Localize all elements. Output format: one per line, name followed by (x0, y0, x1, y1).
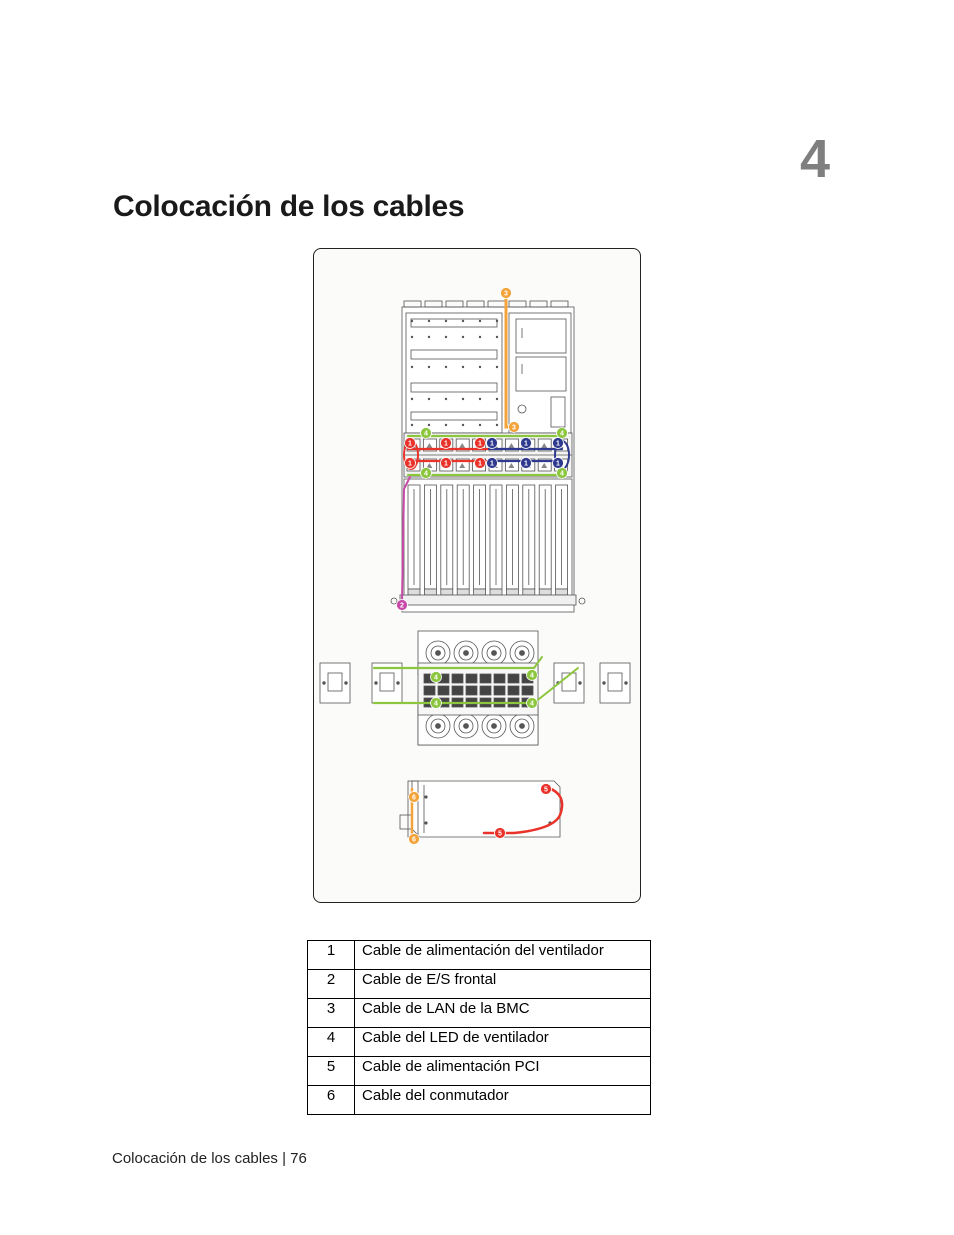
legend-label: Cable de E/S frontal (354, 969, 651, 999)
legend-label: Cable del conmutador (354, 1085, 651, 1115)
cable-paths-middle (372, 656, 579, 705)
svg-text:1: 1 (524, 461, 528, 468)
svg-text:5: 5 (498, 831, 502, 838)
svg-text:3: 3 (504, 291, 508, 298)
legend-number: 3 (307, 998, 355, 1028)
legend-label: Cable de alimentación del ventilador (354, 940, 651, 970)
svg-text:1: 1 (444, 441, 448, 448)
svg-text:1: 1 (478, 461, 482, 468)
svg-text:4: 4 (434, 701, 438, 708)
svg-text:1: 1 (408, 461, 412, 468)
callout-fan-power: 1 (440, 457, 452, 469)
callout-front-io: 2 (396, 599, 408, 611)
callout-pci-power: 5 (540, 783, 552, 795)
svg-text:4: 4 (530, 701, 534, 708)
page-title: Colocación de los cables (113, 190, 465, 223)
page-footer: Colocación de los cables | 76 (112, 1150, 307, 1167)
svg-text:1: 1 (444, 461, 448, 468)
svg-text:4: 4 (424, 471, 428, 478)
legend-number: 1 (307, 940, 355, 970)
callout-fan-power: 1 (474, 457, 486, 469)
svg-text:1: 1 (556, 441, 560, 448)
legend-label: Cable de alimentación PCI (354, 1056, 651, 1086)
svg-text:4: 4 (560, 431, 564, 438)
callout-bmc-lan: 3 (508, 421, 520, 433)
callout-fan-led: 4 (420, 467, 432, 479)
svg-text:1: 1 (490, 441, 494, 448)
callout-fan-power: 1 (520, 437, 532, 449)
svg-text:6: 6 (412, 795, 416, 802)
svg-text:2: 2 (400, 603, 404, 610)
legend-number: 6 (307, 1085, 355, 1115)
callout-fan-power: 1 (552, 457, 564, 469)
callout-fan-led: 4 (556, 427, 568, 439)
svg-text:3: 3 (512, 425, 516, 432)
callout-fan-power: 1 (552, 437, 564, 449)
callout-fan-led: 4 (526, 697, 538, 709)
svg-text:4: 4 (424, 431, 428, 438)
svg-text:5: 5 (544, 787, 548, 794)
callout-pci-power: 5 (494, 827, 506, 839)
callout-fan-power: 1 (440, 437, 452, 449)
callout-fan-led: 4 (556, 467, 568, 479)
callout-bmc-lan: 3 (500, 287, 512, 299)
callout-fan-led: 4 (430, 671, 442, 683)
legend-number: 5 (307, 1056, 355, 1086)
callout-switch: 6 (408, 791, 420, 803)
svg-text:4: 4 (434, 675, 438, 682)
chapter-number: 4 (799, 129, 830, 189)
callout-fan-led: 4 (526, 669, 538, 681)
legend-label: Cable de LAN de la BMC (354, 998, 651, 1028)
legend-label: Cable del LED de ventilador (354, 1027, 651, 1057)
svg-text:4: 4 (530, 673, 534, 680)
callout-fan-power: 1 (404, 437, 416, 449)
callout-fan-power: 1 (520, 457, 532, 469)
callout-fan-led: 4 (430, 697, 442, 709)
callout-switch: 6 (408, 833, 420, 845)
legend-number: 2 (307, 969, 355, 999)
callout-fan-power: 1 (404, 457, 416, 469)
svg-text:1: 1 (524, 441, 528, 448)
svg-text:1: 1 (408, 441, 412, 448)
svg-text:1: 1 (478, 441, 482, 448)
callout-fan-power: 1 (474, 437, 486, 449)
svg-text:1: 1 (556, 461, 560, 468)
fan-tray-view (319, 630, 631, 746)
svg-text:1: 1 (490, 461, 494, 468)
svg-text:4: 4 (560, 471, 564, 478)
svg-text:6: 6 (412, 837, 416, 844)
callout-fan-power: 1 (486, 457, 498, 469)
legend-number: 4 (307, 1027, 355, 1057)
callout-fan-power: 1 (486, 437, 498, 449)
callout-fan-led: 4 (420, 427, 432, 439)
